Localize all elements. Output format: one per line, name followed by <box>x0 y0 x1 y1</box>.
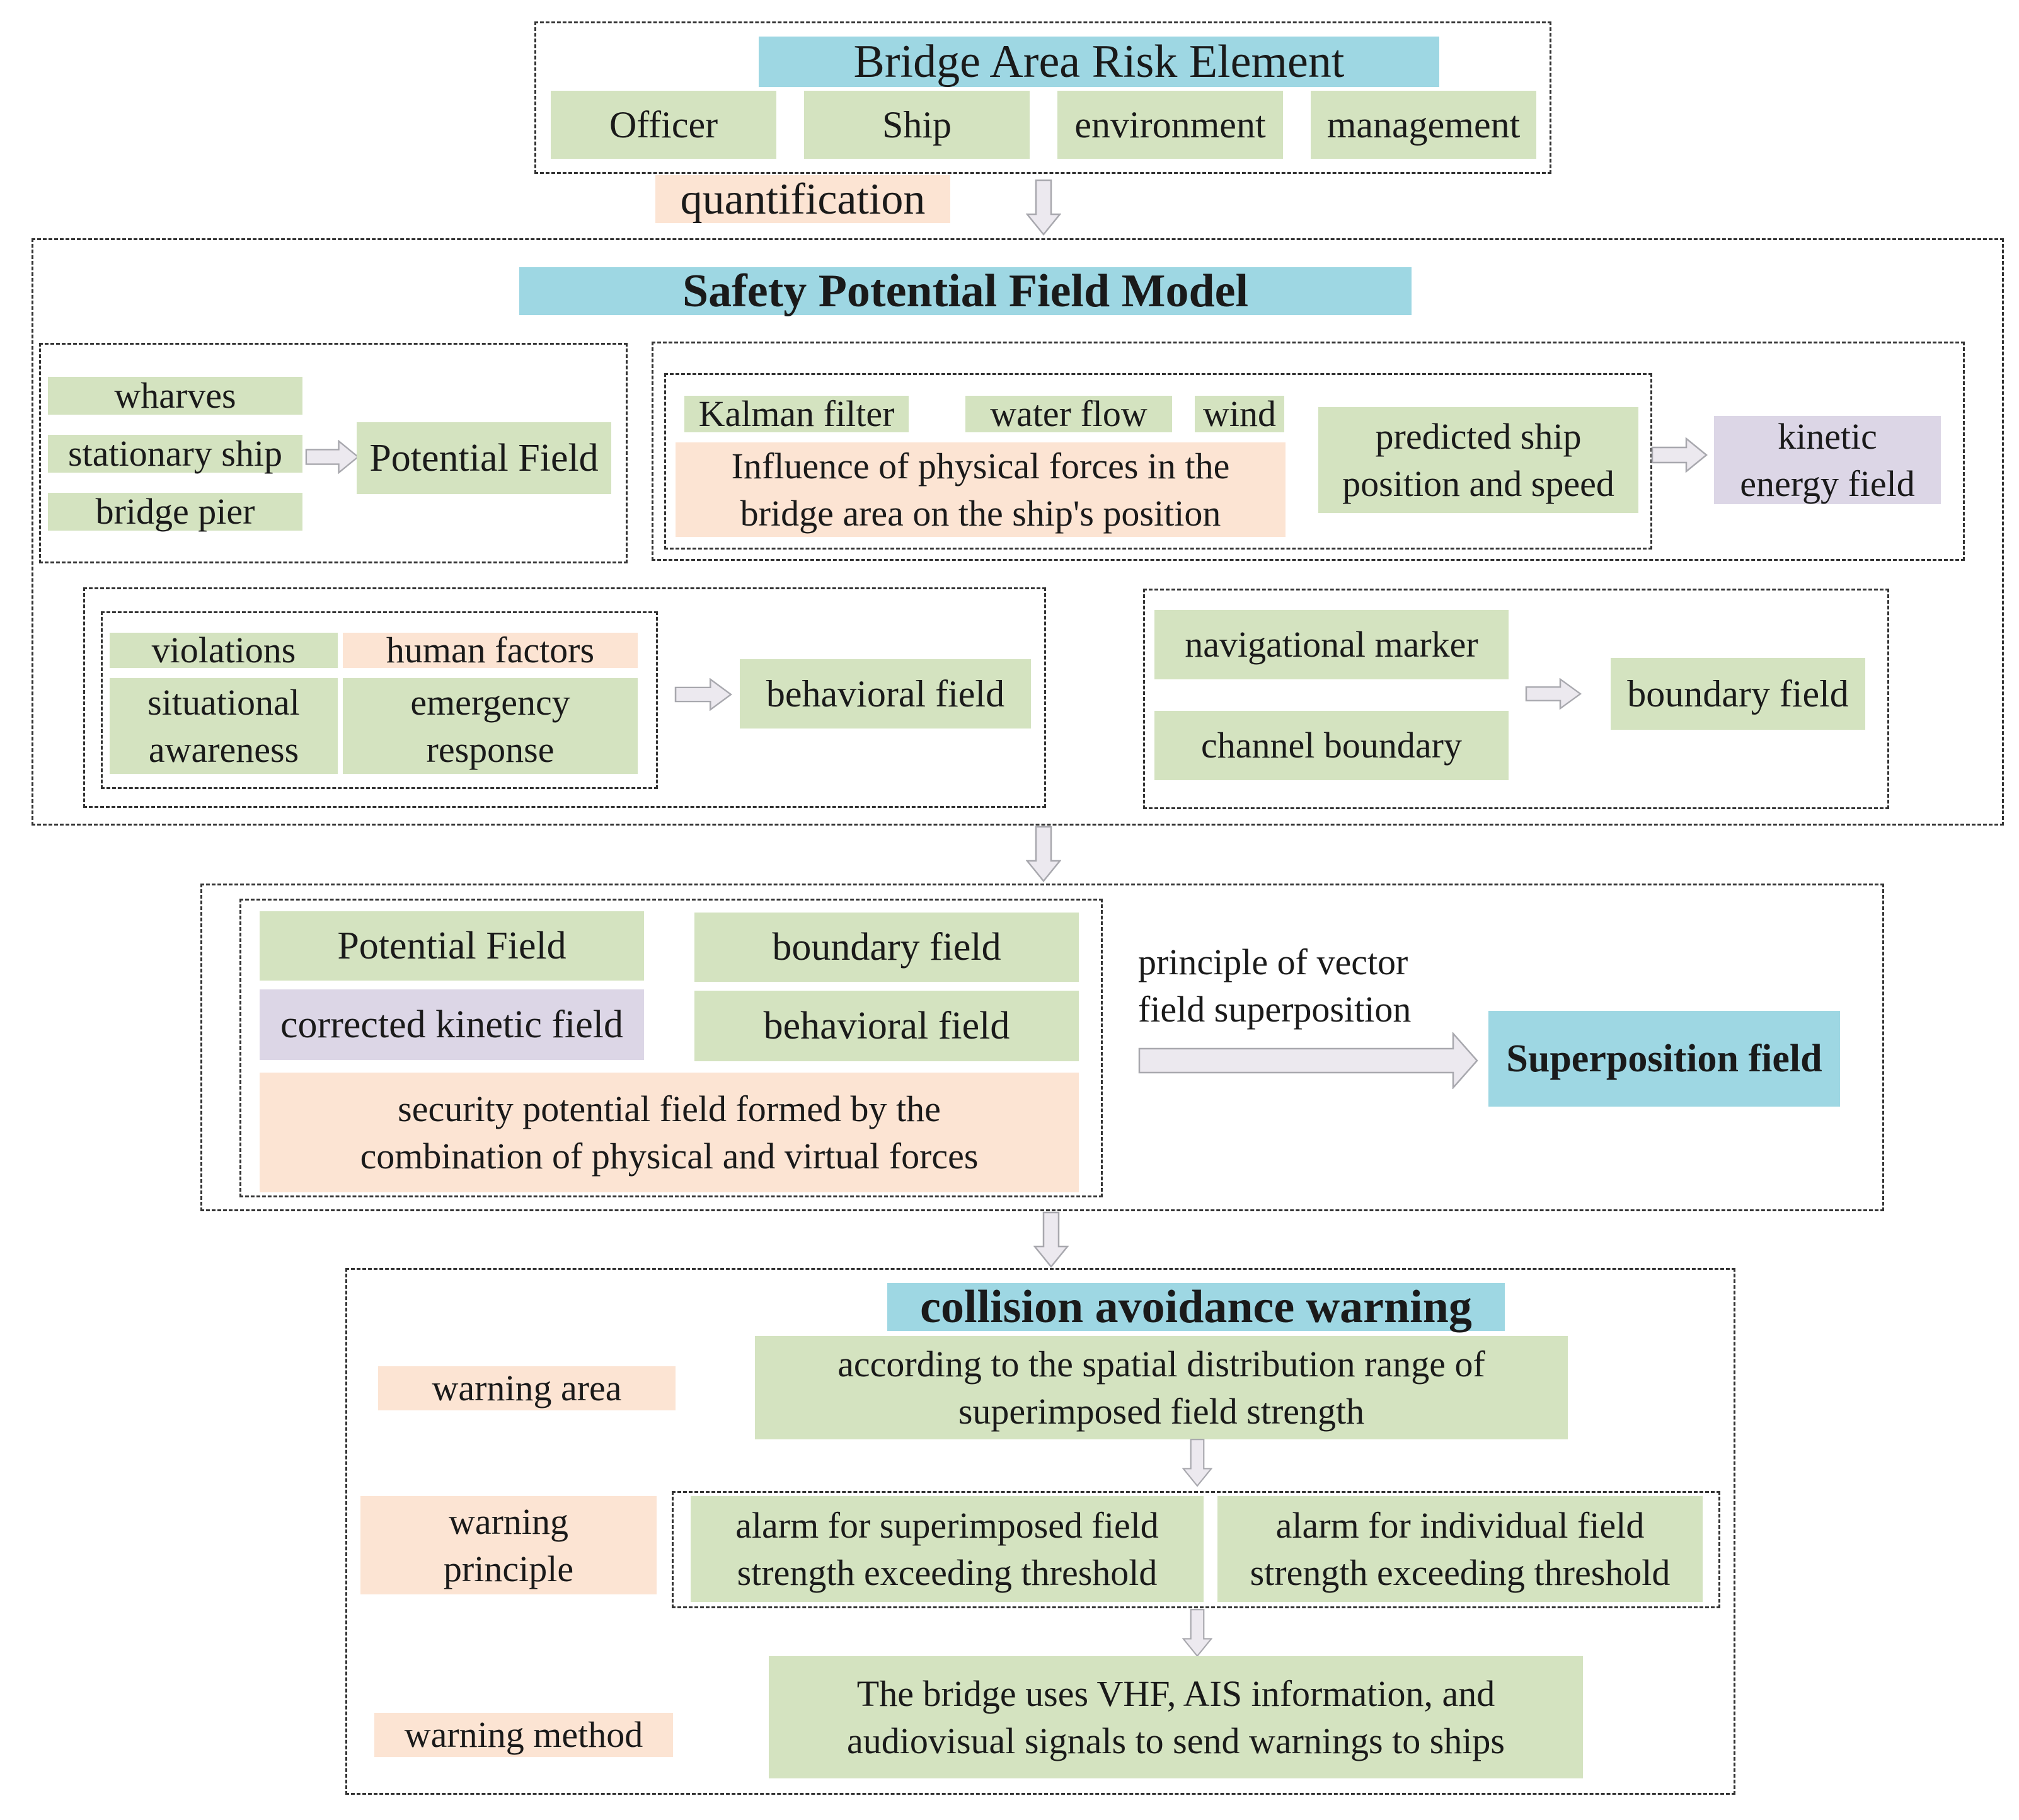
physical-influence-note: Influence of physical forces in the brid… <box>676 442 1286 537</box>
superposition-group <box>200 884 1884 1211</box>
behavioral-field-result: behavioral field <box>740 659 1031 729</box>
arrow-down-icon <box>1182 1438 1212 1487</box>
potential-field-result: Potential Field <box>357 422 611 494</box>
risk-element-group <box>534 21 1551 174</box>
risk-item-environment: environment <box>1057 91 1283 159</box>
warning-method-desc: The bridge uses VHF, AIS information, an… <box>769 1656 1583 1778</box>
warning-area-desc: according to the spatial distribution ra… <box>755 1336 1568 1439</box>
warning-group <box>345 1268 1735 1795</box>
behavioral-field-outer-group <box>83 587 1046 808</box>
factor-violations: violations <box>110 630 338 671</box>
field-corrected-kinetic: corrected kinetic field <box>260 989 644 1060</box>
risk-item-ship: Ship <box>804 91 1030 159</box>
spf-model-title: Safety Potential Field Model <box>519 265 1412 317</box>
alarm-individual-field: alarm for individual field strength exce… <box>1217 1496 1703 1602</box>
kinetic-field-outer-group <box>652 342 1965 561</box>
factor-emergency-response: emergency response <box>343 678 638 774</box>
arrow-down-icon <box>1182 1608 1212 1657</box>
arrow-right-icon <box>674 678 732 711</box>
arrow-right-icon <box>305 440 359 474</box>
superposition-field-result: Superposition field <box>1488 1011 1840 1107</box>
arrow-right-icon <box>1651 437 1708 473</box>
factor-human-factors: human factors <box>343 630 638 671</box>
arrow-right-long-icon <box>1138 1032 1478 1089</box>
source-channel-boundary: channel boundary <box>1154 711 1509 780</box>
spf-model-group <box>32 238 2004 826</box>
input-kalman-filter: Kalman filter <box>684 393 909 434</box>
boundary-field-result: boundary field <box>1611 658 1865 730</box>
quantification-label: quantification <box>655 175 950 224</box>
source-navigational-marker: navigational marker <box>1154 610 1509 679</box>
behavioral-factors-group <box>101 611 658 789</box>
arrow-down-icon <box>1033 1211 1069 1268</box>
arrow-down-icon <box>1026 826 1061 882</box>
alarm-superimposed-field: alarm for superimposed field strength ex… <box>691 1496 1204 1602</box>
field-behavioral: behavioral field <box>694 991 1079 1061</box>
source-bridge-pier: bridge pier <box>48 491 302 532</box>
risk-item-management: management <box>1311 91 1536 159</box>
predicted-ship-state: predicted ship position and speed <box>1318 407 1638 513</box>
warning-principle-group <box>672 1491 1720 1608</box>
field-boundary: boundary field <box>694 913 1079 982</box>
factor-situational-awareness: situational awareness <box>110 678 338 774</box>
potential-field-group <box>39 343 628 563</box>
superposition-principle-label: principle of vector field superposition <box>1138 941 1412 1030</box>
input-water-flow: water flow <box>965 393 1172 434</box>
field-potential: Potential Field <box>260 911 644 981</box>
kinetic-field-inner-group <box>664 373 1652 550</box>
boundary-field-group <box>1143 589 1889 809</box>
arrow-right-icon <box>1525 678 1582 710</box>
source-wharves: wharves <box>48 375 302 416</box>
risk-item-officer: Officer <box>551 91 776 159</box>
warning-title: collision avoidance warning <box>887 1281 1505 1333</box>
kinetic-energy-field-result: kinetic energy field <box>1714 416 1941 504</box>
input-wind: wind <box>1195 393 1284 434</box>
source-stationary-ship: stationary ship <box>48 433 302 474</box>
arrow-down-icon <box>1026 179 1061 236</box>
warning-area-label: warning area <box>378 1366 676 1410</box>
risk-element-title: Bridge Area Risk Element <box>759 36 1439 88</box>
combined-fields-group <box>239 899 1103 1197</box>
warning-method-label: warning method <box>374 1713 673 1757</box>
warning-principle-label: warning principle <box>360 1496 657 1594</box>
combined-forces-note: security potential field formed by the c… <box>260 1073 1079 1192</box>
